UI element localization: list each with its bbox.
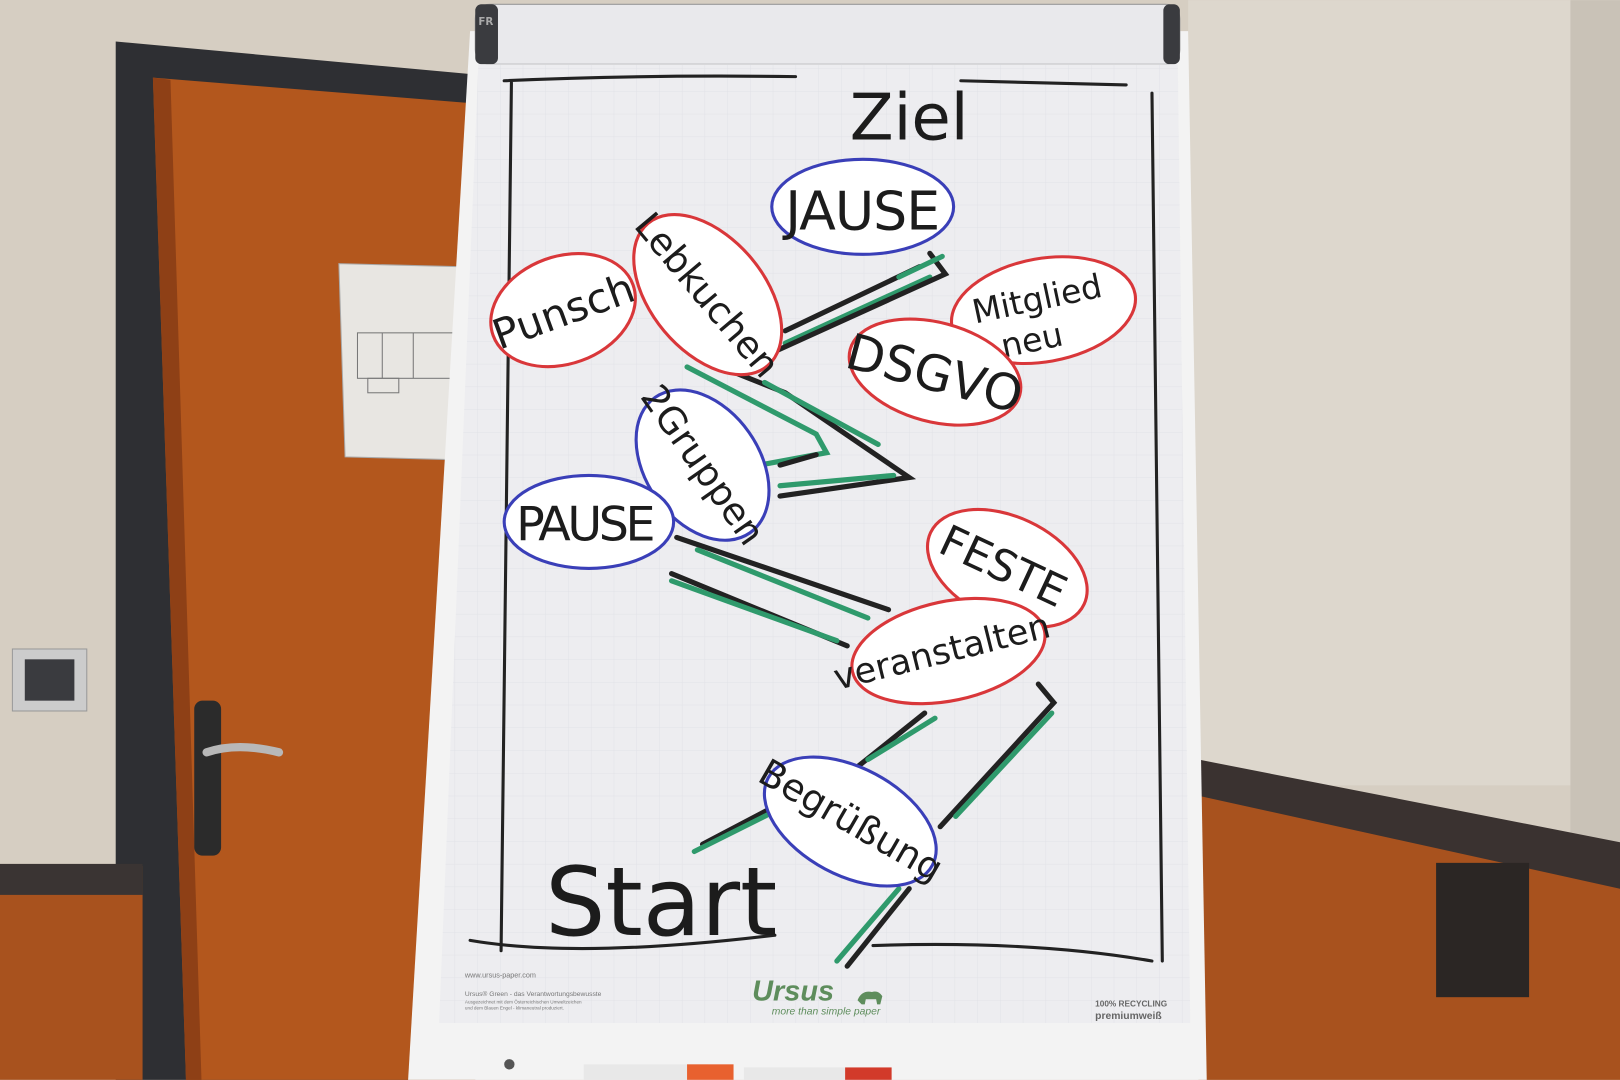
bubble-pause: PAUSE xyxy=(502,473,676,570)
svg-text:more than simple paper: more than simple paper xyxy=(772,1007,881,1018)
ursus-logo: Ursus xyxy=(752,975,834,1007)
svg-text:PAUSE: PAUSE xyxy=(516,498,655,553)
svg-text:Ursus® Green - das Verantwortu: Ursus® Green - das Verantwortungsbewusst… xyxy=(465,990,602,998)
svg-text:100% RECYCLING: 100% RECYCLING xyxy=(1095,999,1167,1008)
drawn-frame xyxy=(468,74,1164,963)
right-wall xyxy=(1188,0,1620,786)
bear-icon xyxy=(857,991,883,1005)
svg-text:und dem Blauen Engel - klimane: und dem Blauen Engel - klimaneutral prod… xyxy=(465,1006,564,1011)
desk-leg xyxy=(1436,862,1530,998)
start-label: Start xyxy=(545,848,777,958)
paper-footer: www.ursus-paper.com Ursus® Green - das V… xyxy=(464,971,1167,1022)
door-handle-plate xyxy=(194,700,222,856)
bubble-punsch: Punsch xyxy=(486,252,641,369)
svg-text:JAUSE: JAUSE xyxy=(782,180,940,243)
bubble-mitglied-neu: Mitglied neu xyxy=(949,255,1138,366)
goal-label: Ziel xyxy=(850,82,969,156)
bubble-jause: JAUSE xyxy=(770,157,956,256)
wall-corner xyxy=(1570,0,1620,858)
svg-text:premiumweiß: premiumweiß xyxy=(1095,1011,1162,1022)
cabinet-left xyxy=(0,865,143,1080)
door-handle xyxy=(202,743,284,757)
svg-text:www.ursus-paper.com: www.ursus-paper.com xyxy=(464,971,536,980)
paper-clamp xyxy=(474,3,1181,65)
marker-tray xyxy=(504,1059,892,1080)
desk-edge xyxy=(1198,759,1620,889)
path-lines xyxy=(668,250,1058,969)
svg-text:Ausgezeichnet mit dem Österrei: Ausgezeichnet mit dem Österreichischen U… xyxy=(465,998,582,1004)
svg-text:FR: FR xyxy=(478,16,493,28)
